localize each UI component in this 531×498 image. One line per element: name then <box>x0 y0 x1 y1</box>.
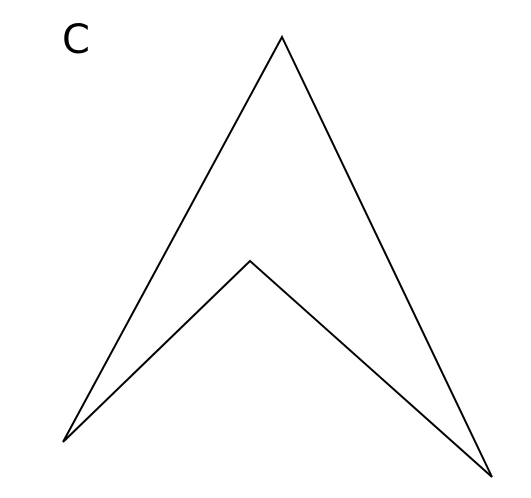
chevron-arrowhead-shape <box>62 34 493 478</box>
figure-label: C <box>62 17 90 63</box>
